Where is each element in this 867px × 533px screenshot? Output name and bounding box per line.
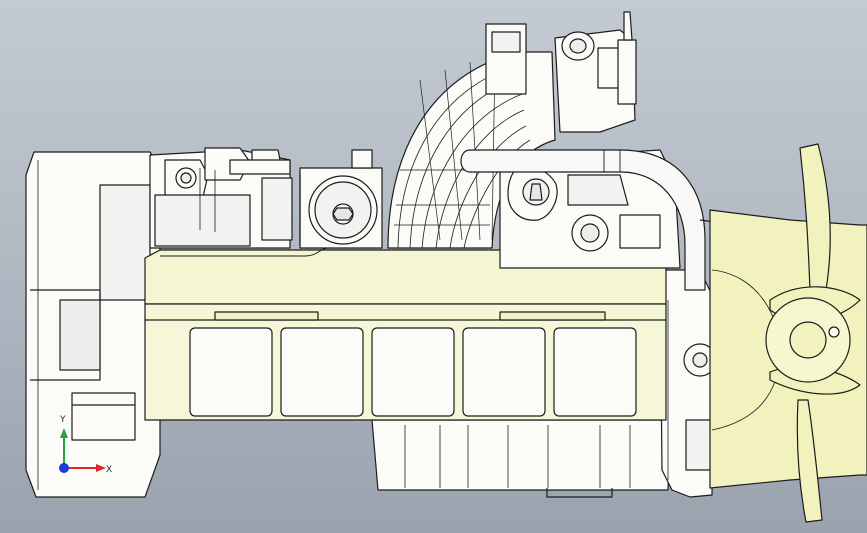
engine-block[interactable]	[144, 303, 667, 421]
throttle-body[interactable]	[554, 11, 637, 133]
front-cover[interactable]	[659, 269, 713, 498]
y-axis-label: Y	[59, 415, 66, 425]
z-axis-dot-icon	[59, 463, 69, 473]
flywheel-housing[interactable]	[25, 151, 161, 498]
cooling-fan[interactable]	[765, 143, 861, 523]
water-pump-housing[interactable]	[499, 149, 681, 269]
y-axis-arrow-icon	[60, 428, 68, 438]
oil-pan[interactable]	[371, 419, 671, 498]
sensor-cluster[interactable]	[229, 159, 301, 245]
x-axis-label: X	[106, 465, 112, 475]
x-axis-arrow-icon	[96, 464, 106, 472]
coordinate-triad: Y X	[59, 415, 112, 475]
oil-filter[interactable]	[299, 149, 383, 249]
